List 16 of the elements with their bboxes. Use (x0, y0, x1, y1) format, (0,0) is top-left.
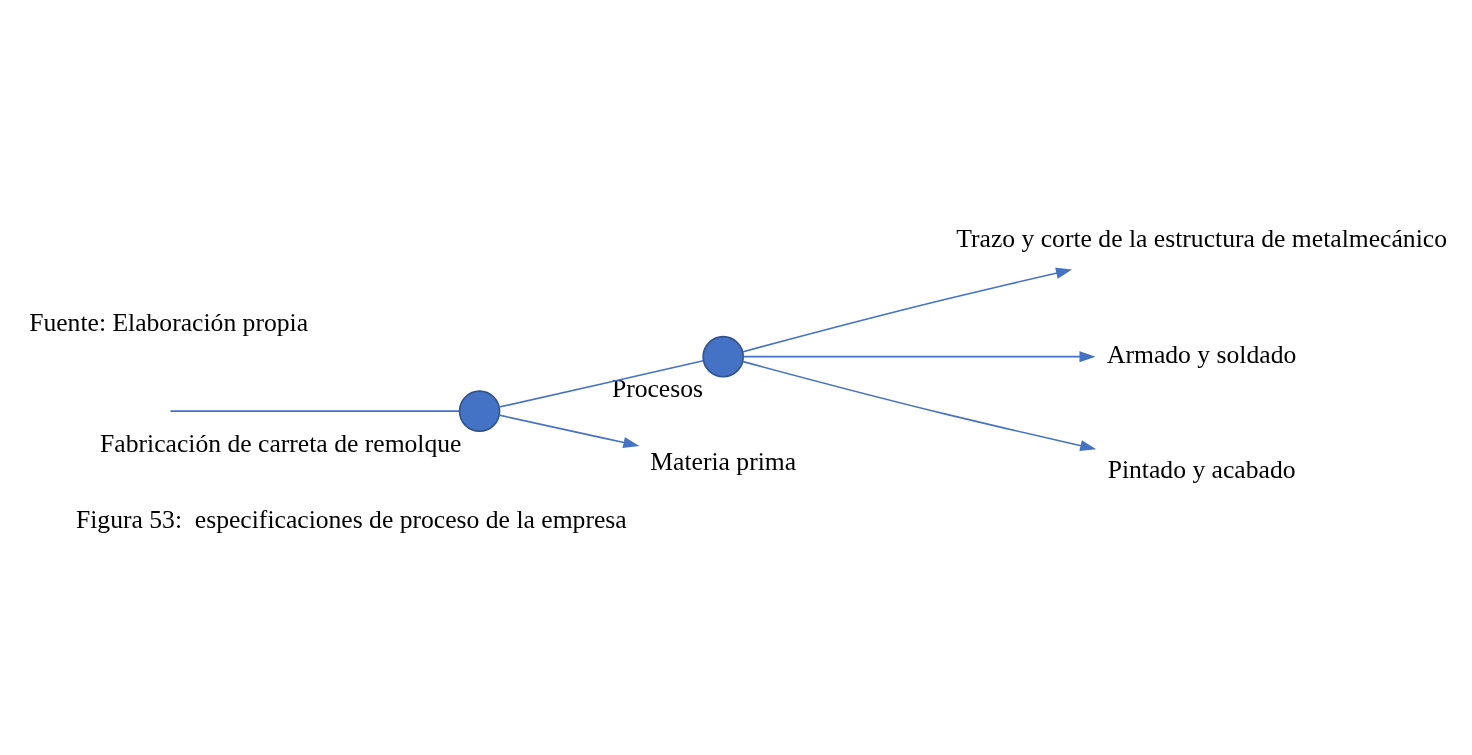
node-text: Armado y soldado (1106, 339, 1297, 369)
node-text: Pintado y acabado (1107, 455, 1296, 485)
arrow (498, 414, 640, 448)
node-circle (458, 390, 501, 432)
arrow (742, 351, 1096, 363)
node-label: Fabricación de carreta de remolque (100, 428, 462, 458)
node-text: Trazo y corte de la estructura de metalmecánico (956, 224, 1447, 254)
connector (169, 410, 461, 412)
node-label: Procesos (611, 374, 704, 404)
caption: Figura 53: especificaciones de proceso de la empresa (75, 504, 627, 534)
connector (498, 360, 705, 408)
node-text: Materia prima (650, 447, 797, 477)
arrow (742, 360, 1097, 452)
label: Fuente: Elaboración propia (29, 307, 309, 337)
node-circle (702, 335, 744, 378)
arrow (742, 267, 1073, 353)
